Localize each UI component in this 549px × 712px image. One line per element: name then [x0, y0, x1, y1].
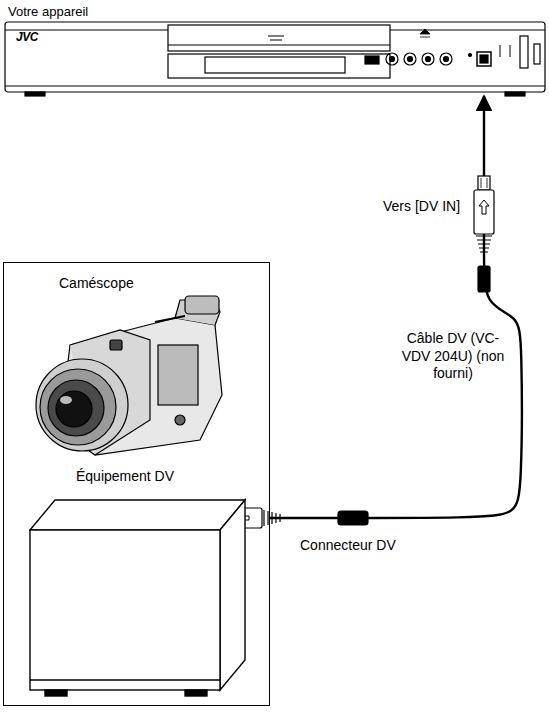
- camcorder: [36, 296, 222, 455]
- connector-label: Connecteur DV: [300, 537, 396, 555]
- dv-plug: [474, 176, 494, 292]
- cable-label: Câble DV (VC-VDV 204U) (non fourni): [398, 330, 508, 383]
- dv-equipment: [30, 500, 245, 696]
- node-heading: Caméscope: [59, 275, 134, 292]
- recorder-unit: Votre appareilJVC: [4, 4, 546, 96]
- equipment-frame: CaméscopeÉquipement DV: [3, 262, 270, 706]
- port-label: Vers [DV IN]: [383, 198, 460, 216]
- dvd-recorder: [5, 22, 545, 96]
- node-text: Équipement DV: [76, 468, 174, 485]
- node-heading: Votre appareil: [8, 4, 88, 20]
- dv-cable: [270, 96, 522, 518]
- node-text: JVC: [16, 30, 38, 44]
